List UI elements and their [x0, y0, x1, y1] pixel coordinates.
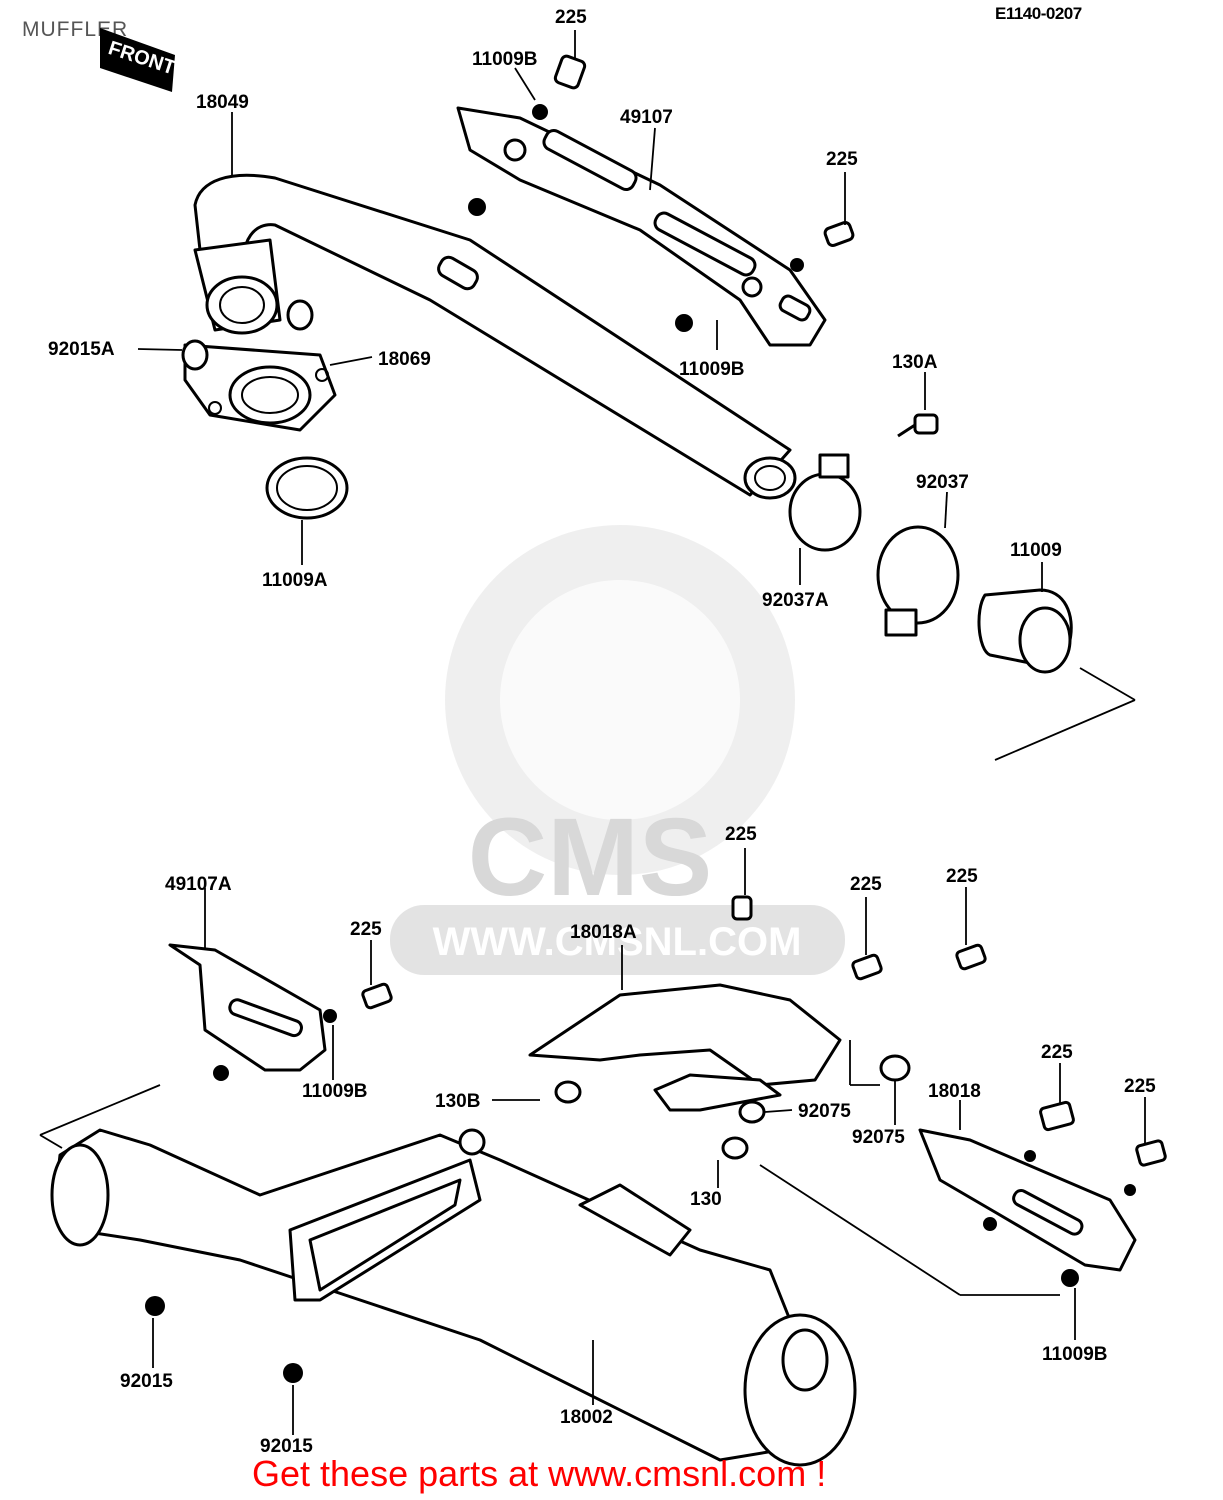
label-225-mid: 225: [826, 149, 858, 170]
label-49107a: 49107A: [165, 874, 232, 895]
label-18002: 18002: [560, 1407, 613, 1428]
footer-promo-link[interactable]: Get these parts at www.cmsnl.com !: [252, 1453, 827, 1494]
heat-guard-49107: [456, 106, 827, 347]
label-18018: 18018: [928, 1081, 981, 1102]
cms-watermark: CMS WWW.CMSNL.COM: [390, 525, 845, 975]
heat-guard-18018: [918, 1128, 1137, 1272]
diagram-ref-code: E1140-0207: [995, 4, 1082, 23]
exhaust-pipe-18049: [193, 173, 797, 500]
watermark-brand: CMS: [468, 796, 712, 919]
label-92015-1: 92015: [120, 1371, 173, 1392]
label-92075-b: 92075: [852, 1127, 905, 1148]
label-11009a: 11009A: [262, 570, 328, 591]
label-11009b-r: 11009B: [1042, 1344, 1108, 1365]
label-225-l2: 225: [850, 874, 882, 895]
clamps-and-gaskets: [265, 453, 1073, 674]
label-92015a: 92015A: [48, 339, 115, 360]
exhaust-flange-18069: [183, 343, 337, 432]
lower-fasteners: [145, 895, 1167, 1383]
label-225-l1: 225: [725, 824, 757, 845]
label-130b: 130B: [435, 1091, 480, 1112]
watermark-url: WWW.CMSNL.COM: [433, 920, 802, 964]
part-labels: 225 11009B 49107 225 18049 92015A 18069 …: [48, 7, 1156, 1457]
label-130a: 130A: [892, 352, 938, 373]
label-225-r2: 225: [1124, 1076, 1156, 1097]
label-18049: 18049: [196, 92, 249, 113]
heat-guard-18018a: [528, 983, 842, 1112]
label-18018a: 18018A: [570, 922, 637, 943]
label-18069: 18069: [378, 349, 431, 370]
muffler-assembly-18002: [50, 1128, 857, 1467]
label-49107: 49107: [620, 107, 673, 128]
upper-fasteners: [181, 54, 939, 438]
label-11009: 11009: [1010, 540, 1062, 561]
label-92015-2: 92015: [260, 1436, 313, 1457]
label-11009b-l1: 11009B: [302, 1081, 368, 1102]
label-225-l3: 225: [946, 866, 978, 887]
label-92037: 92037: [916, 472, 969, 493]
label-130: 130: [690, 1189, 722, 1210]
label-11009b-top: 11009B: [472, 49, 538, 70]
label-225-l4: 225: [350, 919, 382, 940]
label-225-r1: 225: [1041, 1042, 1073, 1063]
heat-guard-49107a: [168, 943, 327, 1072]
label-225-top: 225: [555, 7, 587, 28]
label-92075-a: 92075: [798, 1101, 851, 1122]
label-11009b-mid: 11009B: [679, 359, 745, 380]
label-92037a: 92037A: [762, 590, 829, 611]
leader-lines: [39, 30, 1146, 1435]
front-arrow-tag: FRONT: [100, 28, 178, 92]
